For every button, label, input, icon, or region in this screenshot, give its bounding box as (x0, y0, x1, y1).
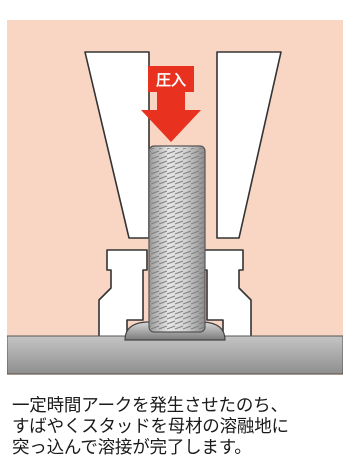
stud-threads (150, 148, 204, 330)
caption-line-3: 突っ込んで溶接が完了します。 (12, 438, 252, 458)
right-gun-jaw (216, 51, 282, 239)
stud-welding-illustration: 圧入 (7, 20, 343, 375)
press-label: 圧入 (156, 71, 186, 89)
caption: 一定時間アークを発生させたのち、 すばやくスタッドを母材の溶融地に 突っ込んで溶… (12, 396, 342, 459)
base-metal-plate (7, 335, 343, 375)
press-arrow: 圧入 (141, 66, 201, 142)
caption-line-1: 一定時間アークを発生させたのち、 (12, 396, 288, 416)
caption-line-2: すばやくスタッドを母材の溶融地に (12, 417, 289, 437)
